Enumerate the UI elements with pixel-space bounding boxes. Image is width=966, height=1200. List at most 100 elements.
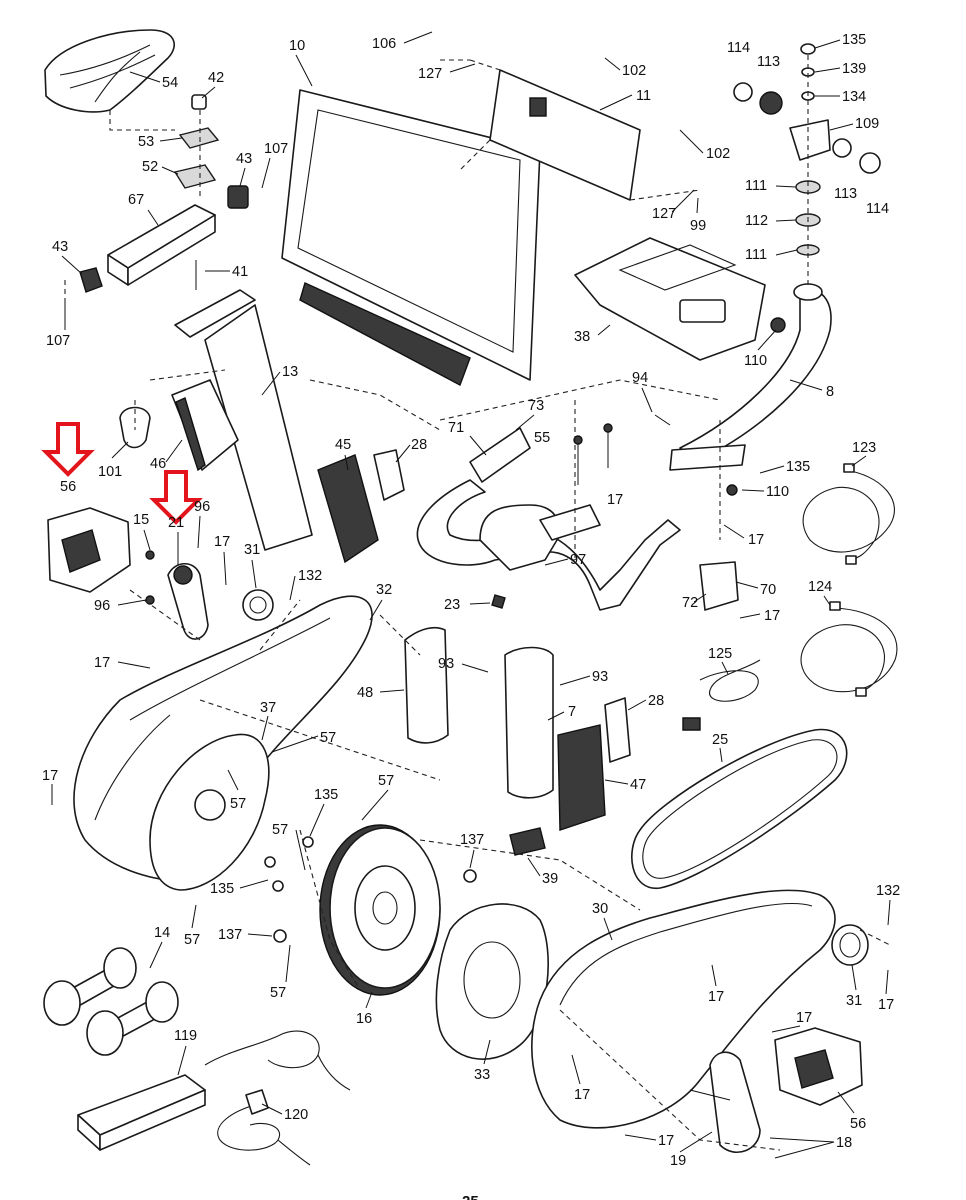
right-shroud-part-30 bbox=[531, 889, 869, 1129]
callout-93-right: 93 bbox=[592, 669, 608, 685]
callout-97: 97 bbox=[570, 552, 586, 568]
left-shroud-part-32 bbox=[73, 595, 373, 891]
seat-slider-part-67 bbox=[79, 204, 216, 293]
callout-17-i: 17 bbox=[796, 1010, 812, 1026]
callout-47: 47 bbox=[630, 777, 646, 793]
callout-110-lower: 110 bbox=[766, 484, 789, 500]
callout-labels: 54 42 53 52 43 107 67 43 107 41 10 106 1… bbox=[42, 32, 900, 1169]
callout-17-b: 17 bbox=[607, 492, 623, 508]
callout-127-upper: 127 bbox=[418, 66, 442, 82]
callout-70: 70 bbox=[760, 582, 776, 598]
callout-124: 124 bbox=[808, 579, 832, 595]
callout-110-upper: 110 bbox=[744, 353, 767, 369]
console-part-10 bbox=[281, 89, 541, 386]
callout-57-a: 57 bbox=[320, 730, 336, 746]
callout-54: 54 bbox=[162, 75, 178, 91]
callout-56-left: 56 bbox=[60, 479, 76, 495]
callout-37: 37 bbox=[260, 700, 276, 716]
callout-113-upper: 113 bbox=[757, 54, 780, 70]
handlebar-part-97 bbox=[416, 479, 681, 611]
drive-belt-part-25 bbox=[631, 728, 848, 889]
callout-127-lower: 127 bbox=[652, 206, 676, 222]
cable-part-123 bbox=[802, 463, 895, 565]
callout-15: 15 bbox=[133, 512, 149, 528]
callout-30: 30 bbox=[592, 901, 608, 917]
highlight-arrow-part-56 bbox=[41, 422, 95, 477]
bolt-group-55 bbox=[573, 414, 738, 496]
callout-55: 55 bbox=[534, 430, 550, 446]
callout-17-a: 17 bbox=[214, 534, 230, 550]
callout-106: 106 bbox=[372, 36, 396, 52]
callout-32: 32 bbox=[376, 582, 392, 598]
crank-arm-part-21 bbox=[167, 562, 209, 640]
callout-41: 41 bbox=[232, 264, 248, 280]
callout-57-b: 57 bbox=[230, 796, 246, 812]
seat-clamp-parts bbox=[173, 94, 249, 209]
callout-114-lower: 114 bbox=[866, 201, 889, 217]
callout-17-c: 17 bbox=[748, 532, 764, 548]
small-parts-left bbox=[145, 550, 274, 621]
callout-120: 120 bbox=[284, 1107, 308, 1123]
callout-53: 53 bbox=[138, 134, 154, 150]
pedal-part-56-left bbox=[47, 507, 131, 593]
dumbbells-part-14 bbox=[43, 947, 179, 1056]
callout-17-h: 17 bbox=[708, 989, 724, 1005]
callout-111-upper: 111 bbox=[745, 178, 767, 194]
front-cover-part-45 bbox=[317, 449, 405, 564]
callout-132-left: 132 bbox=[298, 568, 322, 584]
callout-17-j: 17 bbox=[574, 1087, 590, 1103]
seat-post-cover-part-46 bbox=[171, 379, 239, 472]
callout-17-d: 17 bbox=[764, 608, 780, 624]
callout-99: 99 bbox=[690, 218, 706, 234]
console-base-part-38 bbox=[574, 237, 766, 361]
callout-14: 14 bbox=[154, 925, 170, 941]
power-adapter-part-119 bbox=[77, 1030, 351, 1151]
highlight-arrow-part-21 bbox=[149, 470, 203, 525]
handlebar-grips bbox=[469, 427, 739, 611]
callout-125: 125 bbox=[708, 646, 732, 662]
callout-43-lower: 43 bbox=[52, 239, 68, 255]
callout-21: 21 bbox=[168, 515, 184, 531]
callout-94: 94 bbox=[632, 370, 648, 386]
front-post-part-7 bbox=[404, 626, 631, 856]
callout-73: 73 bbox=[528, 398, 544, 414]
callout-93-left: 93 bbox=[438, 656, 454, 672]
cable-part-124 bbox=[800, 601, 898, 697]
cable-part-125 bbox=[682, 659, 761, 731]
seat-post-part-13 bbox=[174, 260, 313, 551]
callout-43-upper: 43 bbox=[236, 151, 252, 167]
handlebar-stem-part-8 bbox=[669, 283, 832, 471]
callout-139: 139 bbox=[842, 61, 866, 77]
pedal-part-56-right bbox=[774, 1027, 863, 1106]
callout-109: 109 bbox=[855, 116, 879, 132]
callout-38: 38 bbox=[574, 329, 590, 345]
callout-19: 19 bbox=[670, 1153, 686, 1169]
callout-107-lower: 107 bbox=[46, 333, 70, 349]
callout-23: 23 bbox=[444, 597, 460, 613]
callout-57-c: 57 bbox=[378, 773, 394, 789]
callout-112: 112 bbox=[745, 213, 768, 229]
callout-102-lower: 102 bbox=[706, 146, 730, 162]
callout-119: 119 bbox=[174, 1028, 197, 1044]
power-cord-part-120 bbox=[217, 1089, 311, 1166]
callout-114-upper: 114 bbox=[727, 40, 750, 56]
callout-57-e: 57 bbox=[184, 932, 200, 948]
callout-31-left: 31 bbox=[244, 542, 260, 558]
callout-123: 123 bbox=[852, 440, 876, 456]
callout-101: 101 bbox=[98, 464, 122, 480]
callout-28-upper: 28 bbox=[411, 437, 427, 453]
console-bracket-part-102 bbox=[440, 59, 701, 201]
callout-135-upper: 135 bbox=[842, 32, 866, 48]
callout-39: 39 bbox=[542, 871, 558, 887]
callout-96-lower: 96 bbox=[94, 598, 110, 614]
callout-96-upper: 96 bbox=[194, 499, 210, 515]
callout-45: 45 bbox=[335, 437, 351, 453]
callout-113-lower: 113 bbox=[834, 186, 857, 202]
callout-16: 16 bbox=[356, 1011, 372, 1027]
page-number: 25 bbox=[462, 1193, 479, 1200]
handlebar-pivot-parts bbox=[733, 43, 881, 333]
callout-33: 33 bbox=[474, 1067, 490, 1083]
callout-17-g: 17 bbox=[878, 997, 894, 1013]
callout-132-right: 132 bbox=[876, 883, 900, 899]
callout-7: 7 bbox=[568, 704, 576, 720]
